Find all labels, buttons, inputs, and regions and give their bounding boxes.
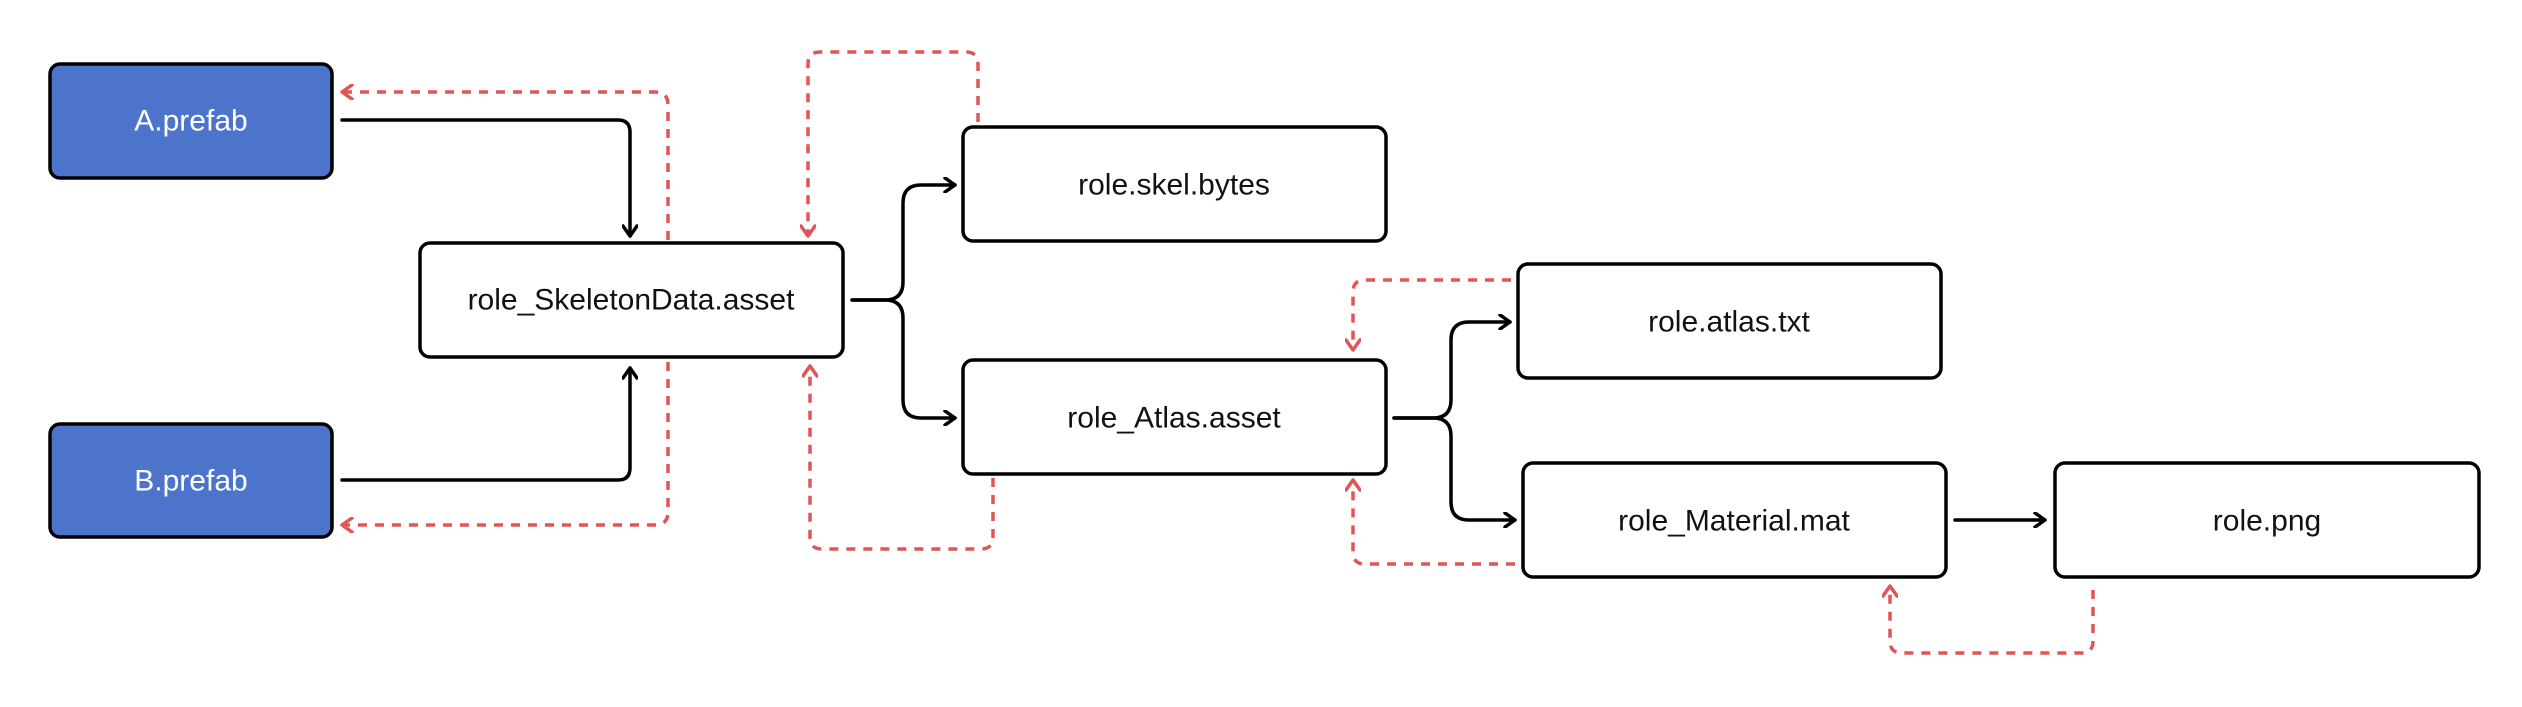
node-b-prefab-box bbox=[48, 422, 334, 539]
ref-atlas-asset-to-skeleton-data bbox=[810, 366, 995, 551]
ref-atlas-txt-to-atlas-asset bbox=[1353, 278, 1511, 350]
edge-atlas-asset-to-atlas-txt bbox=[1392, 322, 1512, 420]
edge-skeleton-data-to-skel-bytes bbox=[850, 185, 957, 302]
reference-edges bbox=[342, 50, 2095, 655]
node-skel-bytes-box bbox=[961, 125, 1388, 243]
node-material[interactable]: role_Material.mat bbox=[1521, 461, 1948, 579]
node-skeleton-data-label: role_SkeletonData.asset bbox=[468, 284, 796, 317]
ref-skel-bytes-to-skeleton-data bbox=[808, 50, 980, 236]
node-atlas-asset-box bbox=[961, 358, 1388, 476]
node-material-box bbox=[1521, 461, 1948, 579]
node-material-label: role_Material.mat bbox=[1618, 505, 1850, 538]
dependency-edges bbox=[340, 118, 2047, 520]
node-skeleton-data-box bbox=[418, 241, 845, 359]
ref-skeleton-data-to-b-prefab bbox=[342, 362, 670, 525]
node-atlas-asset-label: role_Atlas.asset bbox=[1067, 402, 1281, 435]
node-atlas-txt[interactable]: role.atlas.txt bbox=[1516, 262, 1943, 380]
node-a-prefab[interactable]: A.prefab bbox=[48, 62, 334, 180]
ref-material-to-atlas-asset bbox=[1353, 480, 1515, 566]
node-skeleton-data[interactable]: role_SkeletonData.asset bbox=[418, 241, 845, 359]
node-png-box bbox=[2053, 461, 2481, 579]
edge-skeleton-data-to-atlas-asset bbox=[850, 298, 957, 418]
node-png[interactable]: role.png bbox=[2053, 461, 2481, 579]
node-skel-bytes[interactable]: role.skel.bytes bbox=[961, 125, 1388, 243]
node-atlas-txt-box bbox=[1516, 262, 1943, 380]
ref-skeleton-data-to-a-prefab bbox=[342, 92, 670, 240]
node-png-label: role.png bbox=[2213, 505, 2321, 538]
edge-a-prefab-to-skeleton-data bbox=[340, 118, 630, 238]
node-b-prefab[interactable]: B.prefab bbox=[48, 422, 334, 539]
ref-png-to-material bbox=[1890, 586, 2095, 655]
edge-atlas-asset-to-material bbox=[1392, 416, 1517, 520]
edge-b-prefab-to-skeleton-data bbox=[340, 366, 630, 482]
node-atlas-txt-label: role.atlas.txt bbox=[1648, 306, 1810, 339]
node-atlas-asset[interactable]: role_Atlas.asset bbox=[961, 358, 1388, 476]
node-b-prefab-label: B.prefab bbox=[134, 465, 247, 498]
node-a-prefab-box bbox=[48, 62, 334, 180]
node-skel-bytes-label: role.skel.bytes bbox=[1078, 169, 1270, 202]
node-a-prefab-label: A.prefab bbox=[134, 105, 247, 138]
